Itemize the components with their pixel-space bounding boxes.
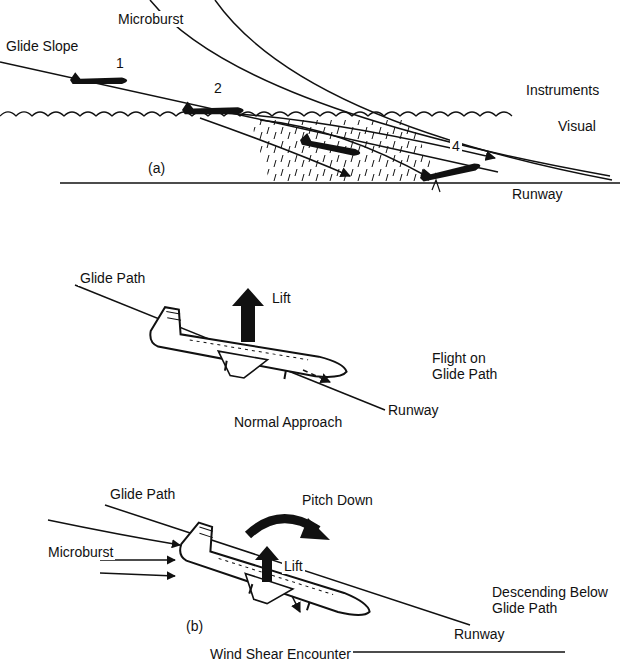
label: Lift (270, 290, 293, 306)
label: Flight on Glide Path (430, 350, 524, 382)
label: Pitch Down (300, 492, 375, 508)
label: Runway (386, 402, 441, 418)
label: Instruments (524, 82, 601, 98)
label: 2 (212, 80, 224, 96)
label: 4 (450, 138, 462, 154)
label: (b) (184, 618, 205, 634)
label: Wind Shear Encounter (208, 646, 353, 662)
label: (a) (146, 160, 167, 176)
label: Descending Below Glide Path (490, 584, 619, 616)
label: Runway (510, 186, 565, 202)
label: Glide Slope (4, 38, 80, 54)
label: Glide Path (78, 270, 147, 286)
label: Microburst (116, 11, 185, 27)
label: Visual (556, 118, 598, 134)
label: Microburst (46, 544, 115, 560)
label: 1 (114, 55, 126, 71)
label: Runway (452, 626, 507, 642)
label: Normal Approach (232, 414, 344, 430)
label: Lift (282, 558, 305, 574)
label: Glide Path (108, 486, 177, 502)
